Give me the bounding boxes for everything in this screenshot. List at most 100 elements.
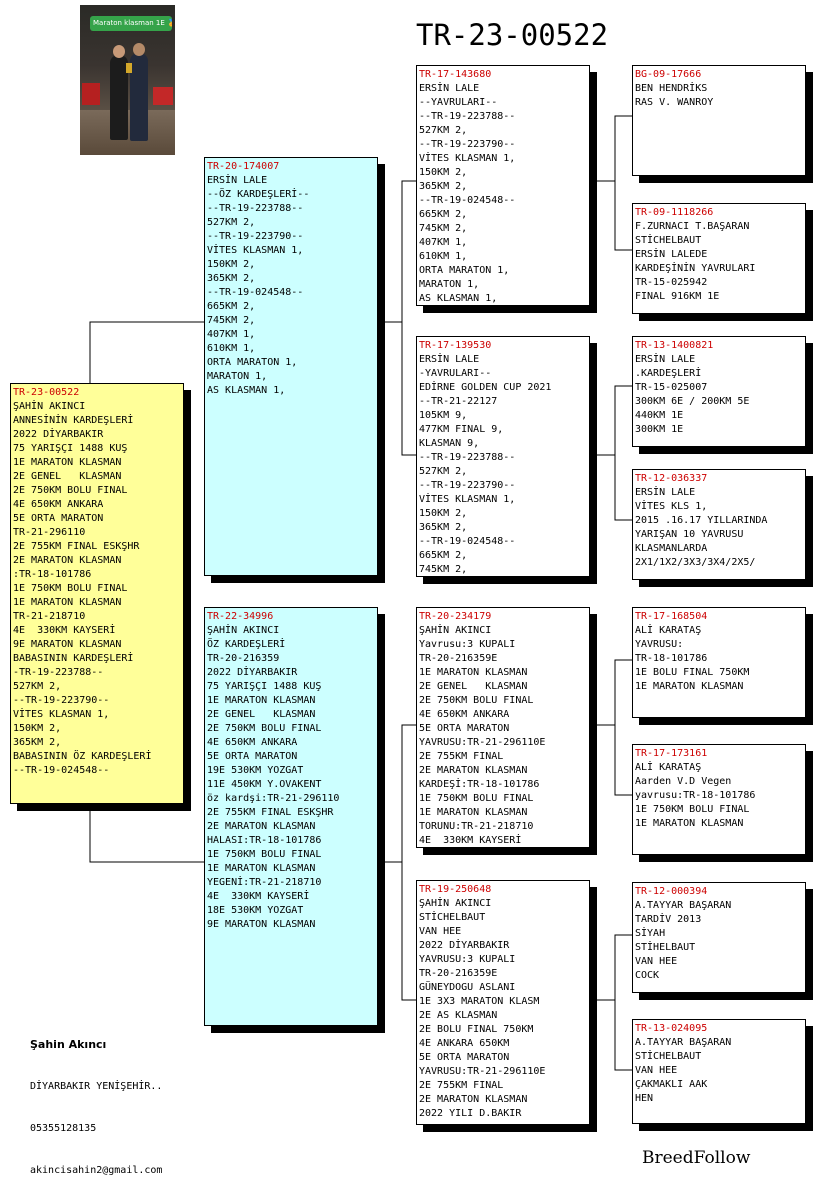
note-line: 1E MARATON KLASMAN — [419, 807, 528, 818]
note-line: 5E ORTA MARATON — [419, 723, 510, 734]
note-line: BEN HENDRİKS — [635, 83, 708, 94]
note-line: --TR-19-223790-- — [13, 695, 110, 706]
note-line: TR-15-025007 — [635, 382, 708, 393]
note-line: 18E 530KM YOZGAT — [207, 905, 304, 916]
note-line: 4E 650KM ANKARA — [419, 709, 510, 720]
note-line: öz kardşi:TR-21-296110 — [207, 793, 340, 804]
note-line: 105KM 9, — [419, 410, 468, 421]
pigeon-notes: ERSİN LALE-YAVRULARI--EDİRNE GOLDEN CUP … — [419, 353, 589, 576]
note-line: 610KM 1, — [207, 343, 256, 354]
note-line: 365KM 2, — [207, 273, 256, 284]
note-line: 1E MARATON KLASMAN — [419, 667, 528, 678]
ring-number: TR-20-234179 — [419, 611, 492, 622]
note-line: VİTES KLS 1, — [635, 501, 708, 512]
note-line: AS KLASMAN 1, — [207, 385, 286, 396]
note-line: KLASMAN 9, — [419, 438, 480, 449]
note-line: 2E 755KM FINAL — [419, 1080, 504, 1091]
pigeon-card-sire[interactable]: TR-20-174007 ERSİN LALE--ÖZ KARDEŞLERİ--… — [204, 157, 378, 576]
note-line: -TR-19-223788-- — [13, 667, 104, 678]
note-line: 150KM 2, — [419, 508, 468, 519]
note-line: VİTES KLASMAN 1, — [13, 709, 110, 720]
ring-number: TR-13-1400821 — [635, 340, 714, 351]
owner-info: Şahin Akıncı DİYARBAKIR YENİŞEHİR.. 0535… — [30, 1010, 162, 1192]
note-line: :TR-18-101786 — [13, 569, 92, 580]
ring-number: TR-13-024095 — [635, 1023, 708, 1034]
brand-logo: BreedFollow — [642, 1148, 751, 1168]
note-line: 407KM 1, — [419, 237, 468, 248]
note-line: 2022 DİYARBAKIR — [207, 667, 298, 678]
note-line: 1E MARATON KLASMAN — [635, 681, 744, 692]
note-line: TR-18-101786 — [635, 653, 708, 664]
owner-phone: 05355128135 — [30, 1123, 97, 1134]
note-line: ŞAHİN AKINCI — [207, 625, 280, 636]
pigeon-card-sire-dam[interactable]: TR-17-139530 ERSİN LALE-YAVRULARI--EDİRN… — [416, 336, 590, 577]
note-line: --ÖZ KARDEŞLERİ-- — [207, 189, 310, 200]
note-line: 665KM 2, — [419, 550, 468, 561]
note-line: SİYAH — [635, 928, 666, 939]
pigeon-notes: ERSİN LALE--ÖZ KARDEŞLERİ----TR-19-22378… — [207, 174, 377, 398]
note-line: BABASININ KARDEŞLERİ — [13, 653, 134, 664]
note-line: 665KM 2, — [419, 209, 468, 220]
note-line: 1E 3X3 MARATON KLASM — [419, 996, 540, 1007]
ring-number: TR-17-173161 — [635, 748, 708, 759]
note-line: MARATON 1, — [419, 279, 480, 290]
note-line: TARDİV 2013 — [635, 914, 702, 925]
note-line: 1E 750KM BOLU FINAL — [207, 849, 322, 860]
photo-caption: Maraton klasman 1E 🏅 😍 — [90, 16, 172, 31]
note-line: 1E BOLU FINAL 750KM — [635, 667, 750, 678]
note-line: YAVRUSU:3 KUPALI — [419, 954, 516, 965]
note-line: 4E 330KM KAYSERİ — [419, 835, 522, 846]
note-line: 2E GENEL KLASMAN — [13, 471, 122, 482]
note-line: 2E 750KM BOLU FINAL — [207, 723, 322, 734]
note-line: 2022 DİYARBAKIR — [13, 429, 104, 440]
note-line: ŞAHİN AKINCI — [13, 401, 86, 412]
note-line: TR-20-216359E — [419, 653, 498, 664]
note-line: 19E 530KM YOZGAT — [207, 765, 304, 776]
note-line: ANNESİNİN KARDEŞLERİ — [13, 415, 134, 426]
pigeon-card-sire-sire[interactable]: TR-17-143680 ERSİN LALE--YAVRULARI----TR… — [416, 65, 590, 306]
note-line: 365KM 2, — [419, 181, 468, 192]
ring-number: TR-12-036337 — [635, 473, 708, 484]
note-line: 2E 755KM FINAL — [419, 751, 504, 762]
note-line: 365KM 2, — [13, 737, 62, 748]
note-line: 75 YARIŞÇI 1488 KUŞ — [207, 681, 322, 692]
note-line: YAVRUSU: — [635, 639, 684, 650]
note-line: ERSİN LALE — [419, 83, 480, 94]
note-line: 75 YARIŞÇI 1488 KUŞ — [13, 443, 128, 454]
note-line: 4E 650KM ANKARA — [13, 499, 104, 510]
note-line: 150KM 2, — [419, 167, 468, 178]
note-line: 665KM 2, — [207, 301, 256, 312]
note-line: ÖZ KARDEŞLERİ — [207, 639, 286, 650]
note-line: F.ZURNACI T.BAŞARAN — [635, 221, 750, 232]
ring-number: TR-12-000394 — [635, 886, 708, 897]
note-line: KLASMANLARDA — [635, 543, 708, 554]
note-line: -YAVRULARI-- — [419, 368, 492, 379]
note-line: FINAL 916KM 1E — [635, 291, 720, 302]
note-line: 1E 750KM BOLU FINAL — [419, 793, 534, 804]
owner-email[interactable]: akincisahin2@gmail.com — [30, 1165, 163, 1176]
note-line: VİTES KLASMAN 1, — [207, 245, 304, 256]
note-line: YARIŞAN 10 YAVRUSU — [635, 529, 744, 540]
note-line: KARDEŞİNİN YAVRULARI — [635, 263, 756, 274]
note-line: 4E 650KM ANKARA — [207, 737, 298, 748]
note-line: 365KM 2, — [419, 522, 468, 533]
note-line: --TR-19-223790-- — [419, 139, 516, 150]
